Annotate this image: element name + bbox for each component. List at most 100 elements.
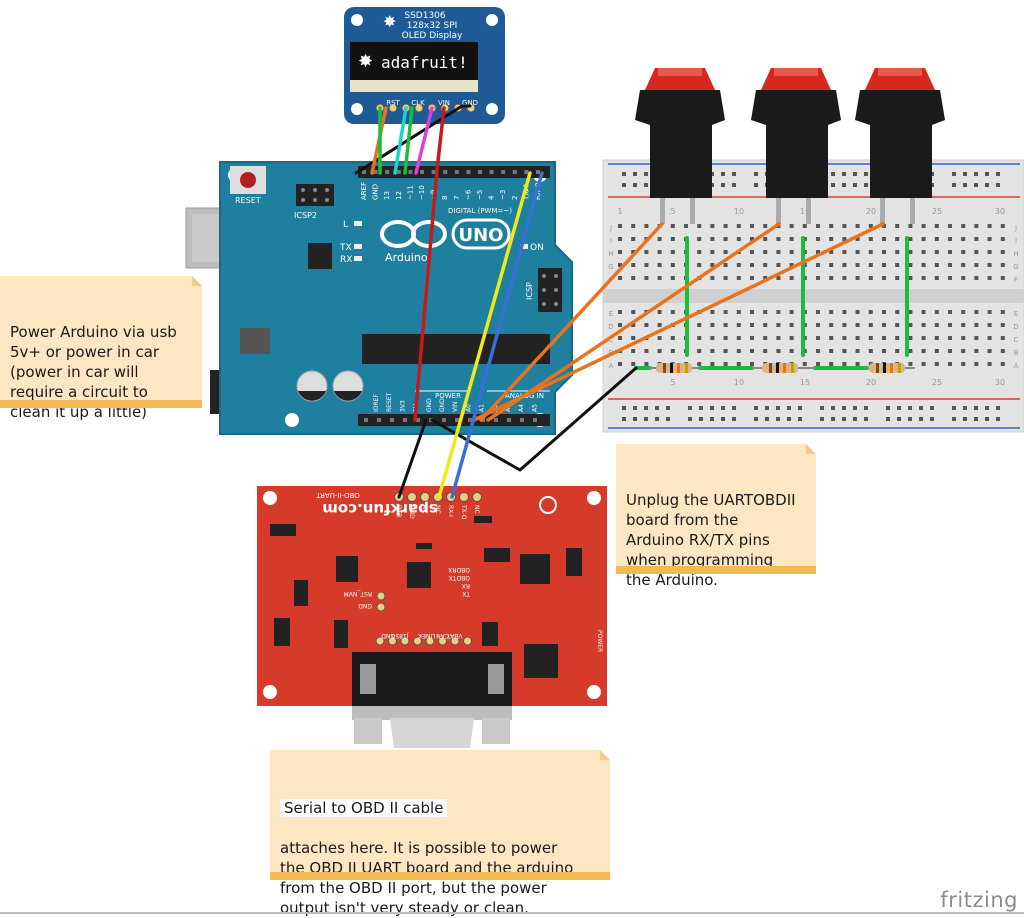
- breadboard-hole: [789, 250, 794, 254]
- breadboard-hole: [974, 417, 978, 421]
- breadboard-hole: [763, 224, 768, 228]
- breadboard-hole: [952, 183, 956, 187]
- breadboard-hole: [948, 263, 952, 267]
- breadboard-hole: [934, 349, 939, 353]
- breadboard-hole: [829, 349, 834, 353]
- breadboard-hole: [670, 336, 675, 340]
- breadboard-hole: [855, 349, 860, 353]
- uart-pin: [425, 636, 435, 646]
- breadboard-hole: [961, 323, 966, 327]
- digital-pin-label: 7: [453, 196, 461, 200]
- fritzing-logo: fritzing: [940, 888, 1018, 912]
- digital-pin-label: ~11: [406, 185, 414, 200]
- power-label: POWER: [435, 392, 461, 400]
- breadboard-hole: [842, 336, 847, 340]
- breadboard-hole: [622, 406, 626, 410]
- breadboard-hole: [882, 237, 886, 241]
- breadboard-hole: [855, 263, 860, 267]
- col-number: 15: [800, 378, 810, 387]
- breadboard-hole: [670, 310, 675, 314]
- breadboard-hole: [789, 224, 794, 228]
- digital-pin-label: 8: [441, 196, 449, 200]
- breadboard-hole: [723, 237, 728, 241]
- breadboard-hole: [750, 336, 754, 340]
- row-letter: J: [609, 224, 612, 232]
- tx-led-label: TX: [339, 243, 352, 253]
- breadboard-hole: [934, 224, 939, 228]
- breadboard-hole: [882, 310, 886, 314]
- header-pin: [524, 170, 529, 174]
- header-pin: [431, 170, 436, 174]
- oled-screen: [350, 42, 478, 80]
- breadboard-hole: [754, 406, 758, 410]
- breadboard-hole: [1000, 250, 1005, 254]
- breadboard-hole: [644, 323, 649, 327]
- row-letter: H: [608, 250, 613, 258]
- push-button: [635, 68, 725, 224]
- breadboard-hole: [631, 323, 636, 327]
- oled-screen-text: adafruit!: [381, 53, 468, 72]
- icsp-label: ICSP: [525, 282, 534, 300]
- breadboard-hole: [1000, 323, 1005, 327]
- header-pin: [403, 418, 407, 422]
- breadboard-hole: [842, 172, 846, 176]
- breadboard-hole: [908, 336, 913, 340]
- digital-label: DIGITAL (PWM=~): [448, 207, 512, 215]
- breadboard-hole: [996, 183, 1000, 187]
- breadboard-hole: [908, 250, 913, 254]
- header-pin: [533, 418, 537, 422]
- uart-bottom-pin-label: VBAT: [447, 632, 463, 639]
- uart-pin-label: GND: [408, 505, 415, 519]
- breadboard-hole: [816, 237, 820, 241]
- breadboard-hole: [721, 417, 725, 421]
- wires: [354, 104, 885, 499]
- uart-power-label: POWER: [596, 630, 603, 652]
- note-serial-heading: Serial to OBD II cable: [280, 799, 448, 817]
- breadboard-hole: [842, 263, 847, 267]
- header-pin: [536, 170, 540, 174]
- breadboard-hole: [934, 250, 939, 254]
- breadboard-hole: [987, 263, 992, 267]
- breadboard-hole: [996, 406, 1000, 410]
- breadboard-hole: [670, 276, 675, 280]
- breadboard-hole: [934, 362, 939, 366]
- breadboard-hole: [644, 349, 649, 353]
- header-pin: [512, 170, 517, 174]
- header-pin: [390, 418, 394, 422]
- on-led-label: ON: [530, 243, 544, 253]
- breadboard-hole: [987, 349, 992, 353]
- breadboard-hole: [631, 310, 636, 314]
- breadboard-hole: [842, 310, 847, 314]
- uart-pin: [388, 636, 397, 646]
- breadboard-hole: [948, 224, 952, 228]
- header-pin: [442, 418, 446, 422]
- breadboard-hole: [952, 406, 956, 410]
- wire-orange-button-1: [479, 222, 664, 422]
- breadboard-hole: [895, 263, 900, 267]
- note-power-text: Power Arduino via usb 5v+ or power in ca…: [10, 323, 177, 421]
- breadboard-hole: [948, 362, 952, 366]
- breadboard-hole: [750, 310, 754, 314]
- breadboard-hole: [948, 276, 952, 280]
- breadboard-hole: [987, 237, 992, 241]
- col-number: 20: [866, 378, 876, 387]
- breadboard-hole: [723, 349, 728, 353]
- breadboard-hole: [1000, 362, 1005, 366]
- row-letter: G: [608, 263, 613, 271]
- col-number: 5: [670, 378, 675, 387]
- uart-bottom-pin-label: K: [417, 632, 422, 639]
- breadboard-hole: [882, 263, 886, 267]
- row-letter: A: [1014, 362, 1019, 370]
- breadboard-hole: [697, 323, 702, 327]
- uart-pin: [407, 492, 417, 502]
- note-unplug-uart: Unplug the UARTOBDII board from the Ardu…: [616, 444, 816, 589]
- breadboard-hole: [763, 349, 768, 353]
- breadboard-hole: [710, 276, 715, 280]
- breadboard-hole: [987, 250, 992, 254]
- col-number: 10: [734, 207, 744, 216]
- breadboard-hole: [657, 263, 662, 267]
- breadboard-column-numbers: 1 5 10 15 20 25 30 5 10 15 20 25 30: [617, 207, 1005, 387]
- breadboard-hole: [948, 336, 952, 340]
- breadboard-hole: [723, 323, 728, 327]
